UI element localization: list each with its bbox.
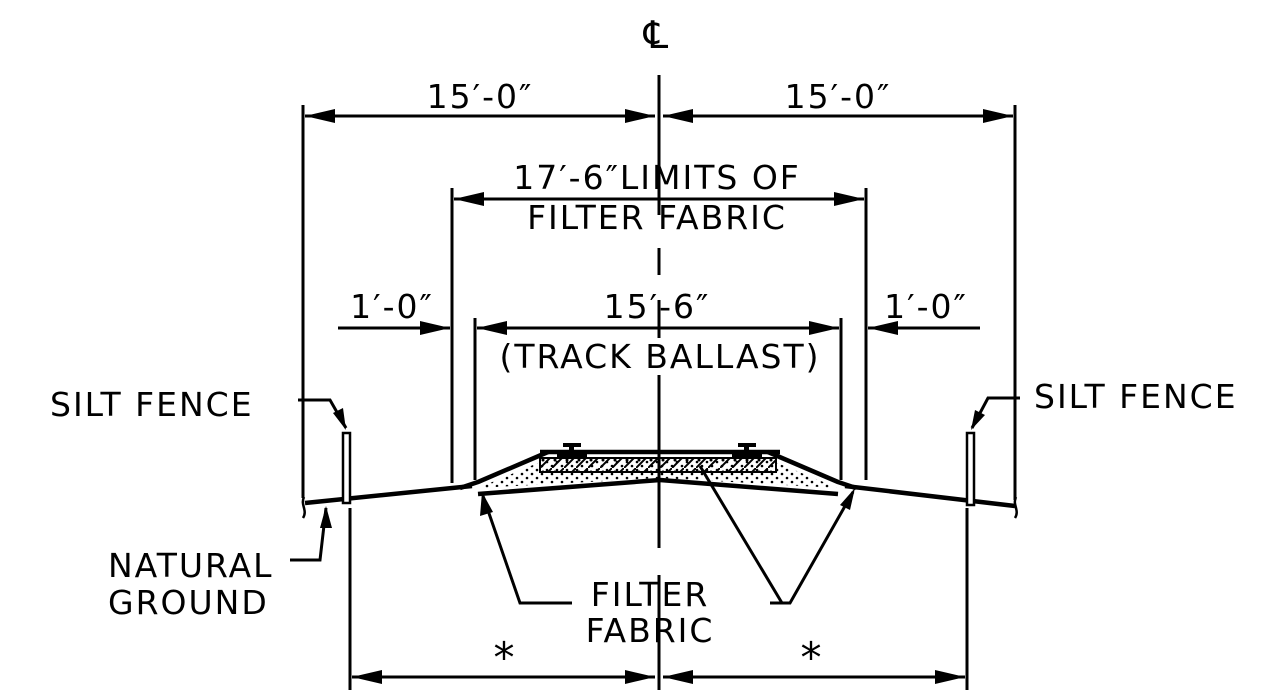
silt-fence-post-left: [341, 431, 352, 505]
dim-left-half-label: 15′-0″: [427, 77, 534, 116]
rail-right: [732, 443, 762, 458]
leader-filter-fabric-center: [698, 465, 784, 604]
dim-ballast: 15′-6″ (TRACK BALLAST): [477, 287, 839, 376]
dim-fabric-limits-line1: 17′-6″LIMITS OF: [513, 158, 801, 197]
dim-ballast-label: 15′-6″: [604, 287, 711, 326]
dim-bottom-left-label: *: [494, 633, 517, 682]
extension-lines-ballast: [473, 318, 843, 480]
rail-left: [557, 443, 587, 458]
natural-ground-line: [304, 483, 1016, 509]
dim-bottom: * *: [352, 633, 965, 684]
dim-offset-left: 1′-0″: [338, 287, 450, 335]
centerline-symbol: ℄: [643, 13, 670, 57]
dim-right-half: 15′-0″: [663, 77, 1013, 123]
extension-lines-bottom: [348, 508, 969, 690]
label-natural-ground-line1: NATURAL: [108, 546, 274, 585]
dim-left-half: 15′-0″: [305, 77, 655, 123]
dim-ballast-sublabel: (TRACK BALLAST): [499, 337, 820, 376]
break-mark-right: [1013, 496, 1018, 519]
dim-fabric-limits-line2: FILTER FABRIC: [527, 198, 787, 237]
dim-fabric-limits: 17′-6″LIMITS OF FILTER FABRIC: [454, 158, 864, 237]
silt-fence-post-right: [965, 431, 976, 507]
leader-natural-ground: [290, 507, 328, 562]
extension-lines-fabric: [450, 188, 868, 483]
extension-lines-outer: [301, 105, 1017, 500]
dim-offset-right-label: 1′-0″: [884, 287, 968, 326]
label-filter-fabric-line1: FILTER: [591, 575, 710, 614]
leader-filter-fabric-left: [481, 495, 572, 605]
ballast-section: [459, 443, 857, 497]
label-silt-fence-left: SILT FENCE: [50, 385, 254, 424]
label-natural-ground-line2: GROUND: [108, 583, 269, 622]
dim-offset-right: 1′-0″: [868, 287, 980, 335]
break-mark-left: [301, 496, 306, 519]
label-silt-fence-right: SILT FENCE: [1034, 377, 1238, 416]
dim-bottom-right-label: *: [801, 633, 824, 682]
dim-offset-left-label: 1′-0″: [350, 287, 434, 326]
leader-filter-fabric-right: [770, 491, 855, 605]
label-filter-fabric-line2: FABRIC: [586, 611, 715, 650]
dim-right-half-label: 15′-0″: [785, 77, 892, 116]
